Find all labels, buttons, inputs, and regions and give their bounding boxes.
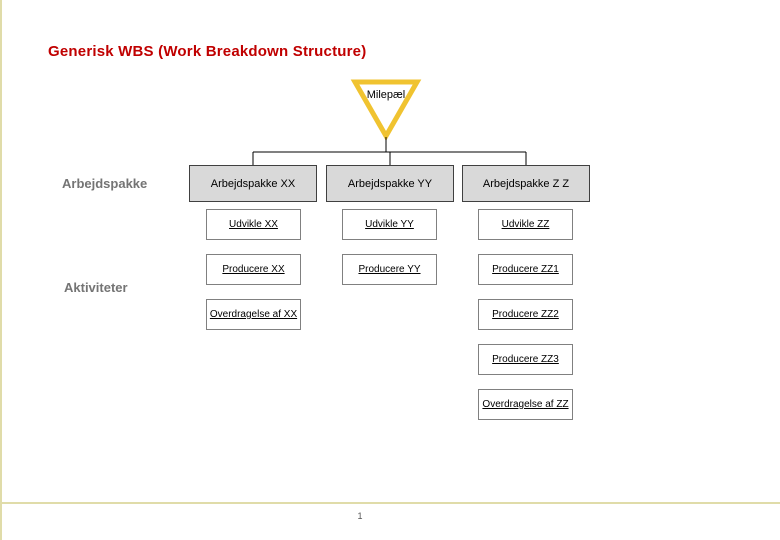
work-package-box-xx: Arbejdspakke XX [189,165,317,202]
activity-box-producere-yy: Producere YY [342,254,437,285]
row-label-arbejdspakke: Arbejdspakke [62,176,148,191]
work-package-box-yy: Arbejdspakke YY [326,165,454,202]
activity-box-producere-zz1: Producere ZZ1 [478,254,573,285]
page-number: 1 [357,511,363,521]
activity-box-overdragelse-zz: Overdragelse af ZZ [478,389,573,420]
footer-divider-line [0,502,780,504]
row-label-aktiviteter: Aktiviteter [64,280,128,295]
left-accent-bar [0,0,2,540]
activity-box-udvikle-yy: Udvikle YY [342,209,437,240]
work-package-box-zz: Arbejdspakke Z Z [462,165,590,202]
activity-box-udvikle-zz: Udvikle ZZ [478,209,573,240]
activity-box-producere-xx: Producere XX [206,254,301,285]
page-title: Generisk WBS (Work Breakdown Structure) [48,43,367,60]
activity-box-producere-zz2: Producere ZZ2 [478,299,573,330]
activity-box-overdragelse-xx: Overdragelse af XX [206,299,301,330]
milestone-triangle-icon [350,79,422,142]
activity-box-udvikle-xx: Udvikle XX [206,209,301,240]
milestone-label: Milepæl [366,89,406,101]
activity-box-producere-zz3: Producere ZZ3 [478,344,573,375]
